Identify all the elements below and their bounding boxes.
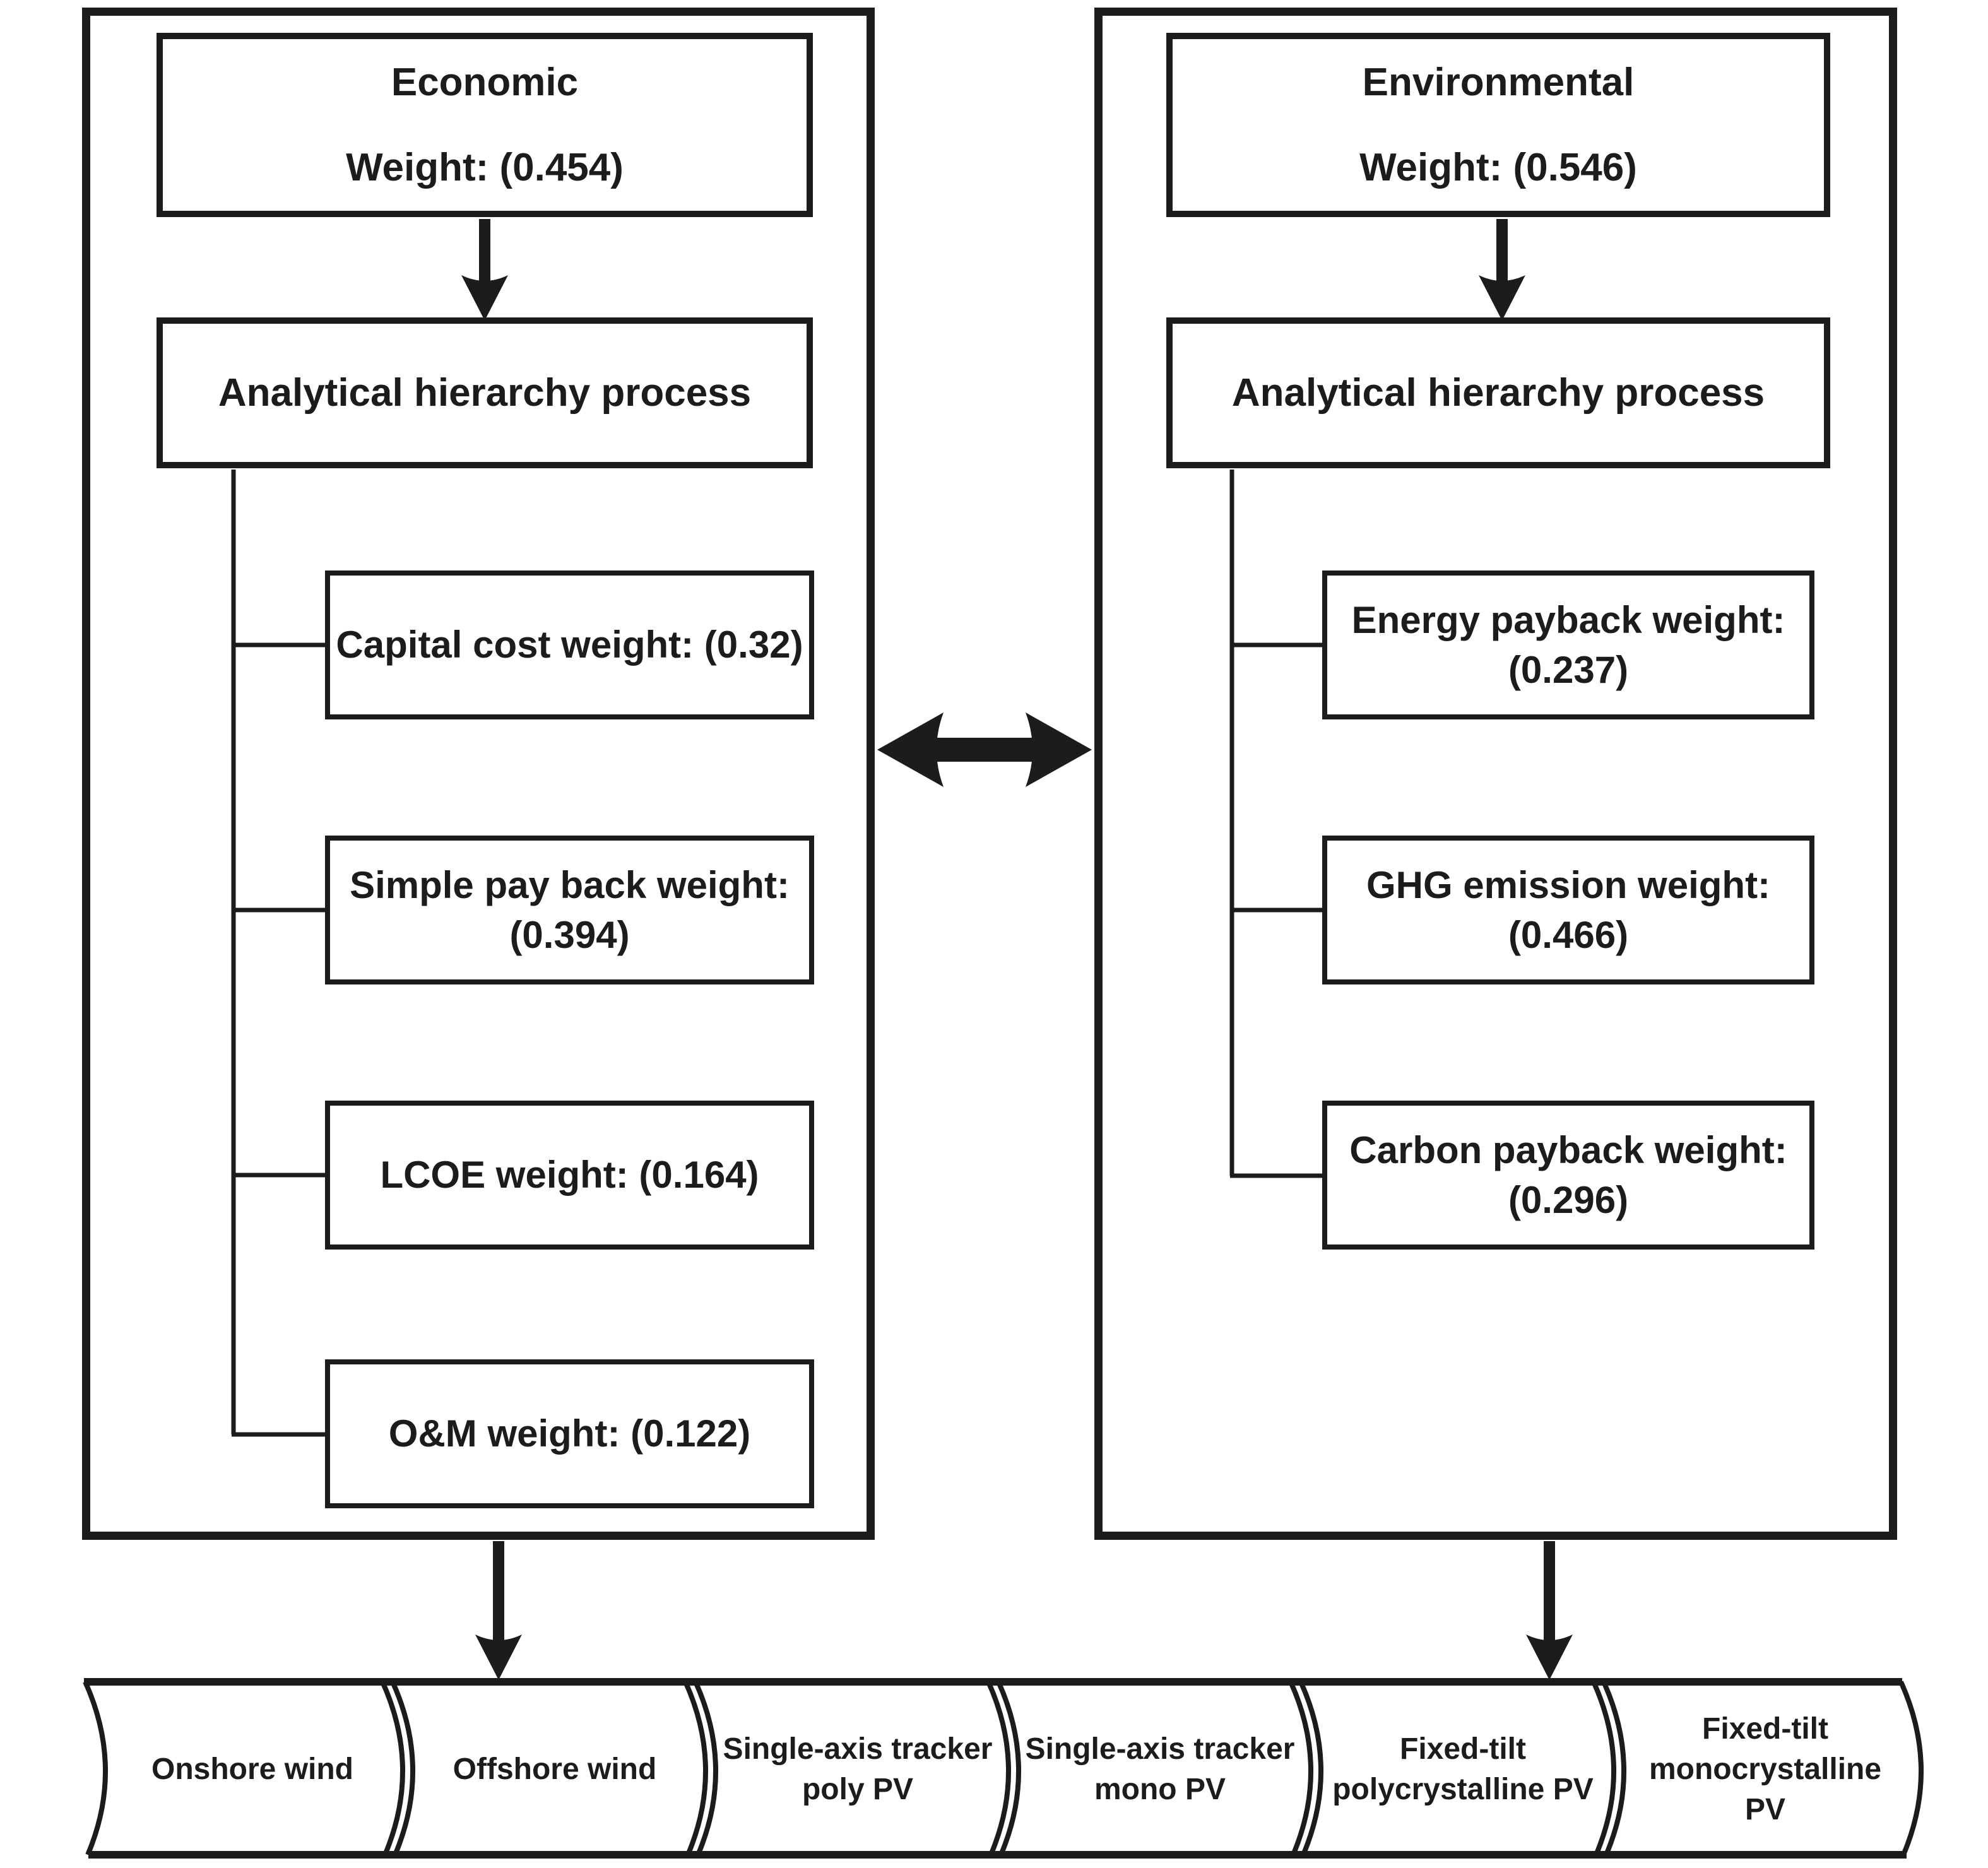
environmental-ahp-label: Analytical hierarchy process (1231, 371, 1765, 415)
environmental-to-alternatives-arrowhead-icon (1526, 1634, 1573, 1680)
criterion-box-om: O&M weight: (0.122) (325, 1359, 814, 1508)
economic-ahp-box: Analytical hierarchy process (157, 317, 813, 468)
alternative-fixed-tilt-mono-pv: Fixed-tilt monocrystalline PV (1630, 1684, 1901, 1855)
criterion-box-energy-payback: Energy payback weight: (0.237) (1322, 570, 1814, 719)
criterion-label-line1: Simple pay back weight: (350, 863, 790, 906)
criterion-box-carbon-payback: Carbon payback weight: (0.296) (1322, 1101, 1814, 1250)
economic-header-box: Economic Weight: (0.454) (157, 33, 813, 217)
alternative-label: Offshore wind (453, 1752, 657, 1786)
environmental-title: Environmental (1362, 61, 1635, 104)
economic-panel (82, 8, 875, 1540)
alternative-label: Single-axis tracker poly PV (723, 1732, 993, 1806)
economic-tree-branches (232, 642, 326, 1437)
criterion-label-line2: (0.296) (1508, 1179, 1629, 1221)
panels-link-arrowhead-right-icon (1026, 712, 1092, 787)
environmental-weight: Weight: (0.546) (1359, 146, 1637, 189)
alternative-label: Fixed-tilt monocrystalline PV (1648, 1711, 1882, 1827)
alternatives-band-curved-edges (83, 1681, 1924, 1856)
alternative-label: Single-axis tracker mono PV (1025, 1732, 1295, 1806)
criterion-label: Capital cost weight: (0.32) (336, 624, 803, 666)
economic-title: Economic (391, 61, 579, 104)
criterion-box-ghg-emission: GHG emission weight: (0.466) (1322, 836, 1814, 984)
alternative-single-axis-mono-pv: Single-axis tracker mono PV (1024, 1684, 1296, 1855)
environmental-ahp-box: Analytical hierarchy process (1166, 317, 1830, 468)
alternative-label: Onshore wind (151, 1752, 353, 1786)
criterion-label: LCOE weight: (0.164) (380, 1154, 759, 1197)
economic-weight: Weight: (0.454) (346, 146, 624, 189)
alternative-offshore-wind: Offshore wind (419, 1684, 690, 1855)
economic-to-ahp-arrowhead-icon (461, 275, 508, 321)
alternative-onshore-wind: Onshore wind (117, 1684, 388, 1855)
environmental-to-ahp-arrowhead-icon (1479, 275, 1525, 321)
alternative-fixed-tilt-poly-pv: Fixed-tilt polycrystalline PV (1327, 1684, 1599, 1855)
criterion-box-simple-payback: Simple pay back weight: (0.394) (325, 836, 814, 984)
criterion-label: O&M weight: (0.122) (388, 1412, 751, 1455)
economic-ahp-label: Analytical hierarchy process (218, 371, 752, 415)
panels-link-arrowhead-left-icon (877, 712, 944, 787)
environmental-panel (1094, 8, 1897, 1540)
criterion-label-line2: (0.394) (509, 914, 630, 956)
criterion-label-line1: Carbon payback weight: (1349, 1128, 1787, 1171)
alternative-label: Fixed-tilt polycrystalline PV (1332, 1732, 1594, 1806)
environmental-header-box: Environmental Weight: (0.546) (1166, 33, 1830, 217)
criterion-label-line1: Energy payback weight: (1351, 598, 1785, 641)
alternative-single-axis-poly-pv: Single-axis tracker poly PV (722, 1684, 993, 1855)
criterion-label-line1: GHG emission weight: (1366, 863, 1771, 906)
economic-to-alternatives-arrowhead-icon (475, 1634, 522, 1680)
environmental-tree-branches (1230, 642, 1322, 1178)
criterion-box-capital-cost: Capital cost weight: (0.32) (325, 570, 814, 719)
criterion-label-line2: (0.237) (1508, 649, 1629, 691)
criterion-label-line2: (0.466) (1508, 914, 1629, 956)
criterion-box-lcoe: LCOE weight: (0.164) (325, 1101, 814, 1250)
